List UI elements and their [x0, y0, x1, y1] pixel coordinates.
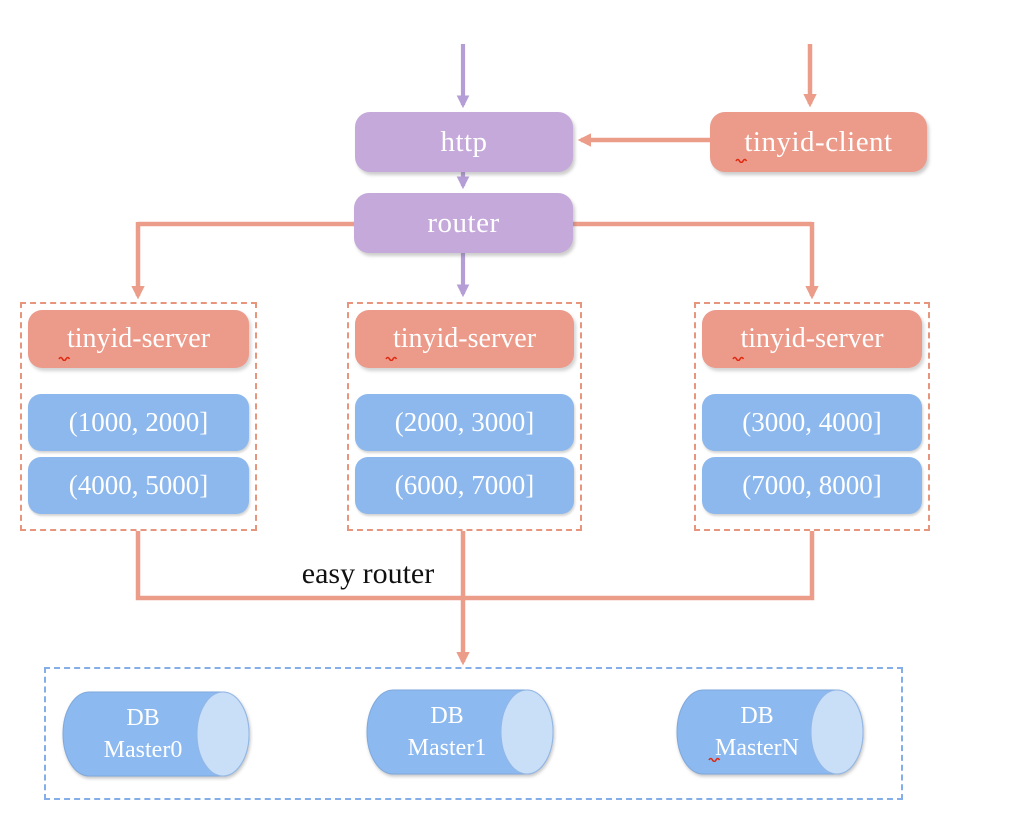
tinyid-server-group-2: tinyid-server (2000, 3000] (6000, 7000] — [347, 302, 582, 531]
tinyid-server-label: tinyid-server — [66, 323, 211, 354]
spellcheck-squiggle-icon — [735, 158, 748, 163]
cylinder-shape — [62, 691, 250, 777]
id-range-box: (1000, 2000] — [28, 394, 249, 451]
db-line1: DB — [430, 702, 464, 729]
easy-router-bus-line — [135, 530, 815, 601]
id-range-box: (4000, 5000] — [28, 457, 249, 514]
id-range-box: (7000, 8000] — [702, 457, 922, 514]
id-range-label: (6000, 7000] — [394, 470, 535, 500]
id-range-box: (2000, 3000] — [355, 394, 574, 451]
db-cylinder-master1: DB Master1 — [366, 689, 554, 775]
spellcheck-squiggle-icon — [732, 356, 745, 361]
id-range-label: (2000, 3000] — [394, 407, 535, 437]
db-cylinder-label: DB Master0 — [62, 691, 224, 777]
router-node: router — [354, 193, 573, 253]
http-node-label: http — [440, 125, 488, 158]
db-cylinder-label: DB Master1 — [366, 689, 528, 775]
router-node-label: router — [427, 206, 500, 239]
id-range-label: (4000, 5000] — [68, 470, 209, 500]
easy-router-label: easy router — [301, 557, 435, 590]
tinyid-server-label: tinyid-server — [740, 323, 884, 354]
db-cylinder-label: DB MasterN — [676, 689, 838, 775]
spellcheck-squiggle-icon — [385, 356, 398, 361]
db-line1: DB — [126, 704, 160, 731]
db-line2: Master0 — [103, 737, 183, 763]
db-master-group: DB Master0 DB Master1 DB MasterN — [44, 667, 903, 800]
id-range-box: (6000, 7000] — [355, 457, 574, 514]
db-cylinder-master0: DB Master0 — [62, 691, 250, 777]
http-node: http — [355, 112, 573, 172]
cylinder-shape — [676, 689, 864, 775]
tinyid-client-label: tinyid-client — [744, 125, 893, 158]
tinyid-server-group-1: tinyid-server (1000, 2000] (4000, 5000] — [20, 302, 257, 531]
db-line1: DB — [740, 702, 774, 729]
tinyid-server-node: tinyid-server — [28, 310, 249, 368]
tinyid-server-node: tinyid-server — [355, 310, 574, 368]
tinyid-server-node: tinyid-server — [702, 310, 922, 368]
spellcheck-squiggle-icon — [58, 356, 71, 361]
db-cylinder-masterN: DB MasterN — [676, 689, 864, 775]
tinyid-server-label: tinyid-server — [392, 323, 537, 354]
db-line2: Master1 — [407, 735, 487, 761]
id-range-label: (7000, 8000] — [742, 470, 882, 500]
db-line2: MasterN — [715, 735, 799, 761]
tinyid-client-node: tinyid-client — [710, 112, 927, 172]
id-range-label: (1000, 2000] — [68, 407, 209, 437]
id-range-label: (3000, 4000] — [742, 407, 882, 437]
tinyid-server-group-3: tinyid-server (3000, 4000] (7000, 8000] — [694, 302, 930, 531]
spellcheck-squiggle-icon — [708, 757, 721, 762]
cylinder-shape — [366, 689, 554, 775]
id-range-box: (3000, 4000] — [702, 394, 922, 451]
